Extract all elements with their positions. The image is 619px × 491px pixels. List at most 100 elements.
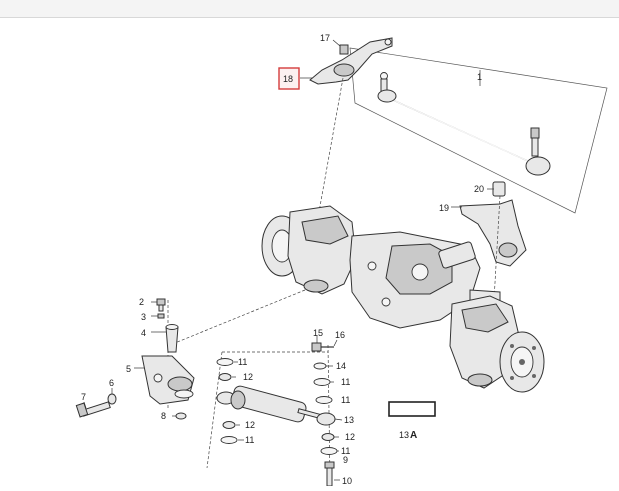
callout-12-upper-left[interactable]: 12: [243, 372, 253, 382]
bracket-group: [75, 298, 195, 420]
view-a-reference: 13 A: [388, 401, 436, 441]
callout-5[interactable]: 5: [126, 364, 131, 374]
top-bar: [0, 0, 619, 18]
bushing-12c: [321, 433, 335, 441]
washer-14: [313, 362, 327, 370]
washer-6: [107, 393, 117, 405]
washer-11b: [220, 436, 238, 444]
differential-plug: [411, 263, 429, 281]
callout-18[interactable]: 18: [283, 74, 293, 84]
view-a-letter: A: [410, 430, 417, 441]
right-knuckle-top: [461, 303, 509, 333]
callout-1[interactable]: 1: [477, 72, 482, 82]
callout-6[interactable]: 6: [109, 378, 114, 388]
leader-17: [332, 39, 341, 47]
right-hub-bolt: [519, 359, 525, 365]
callout-15[interactable]: 15: [313, 328, 323, 338]
washer-11c: [313, 378, 331, 386]
parts-diagram: 13 A 1 2 3 4 5 6 7 8 9 10 11 11 11 11 11…: [75, 33, 608, 487]
cylinder-right-hardware: [311, 336, 343, 487]
callout-10[interactable]: 10: [342, 476, 352, 486]
callout-2[interactable]: 2: [139, 297, 144, 307]
steering-cylinder-group: [216, 385, 336, 426]
callout-3[interactable]: 3: [141, 312, 146, 322]
bushing-12a: [218, 373, 232, 381]
tie-rod-group: [349, 47, 608, 214]
steering-arm: [309, 37, 393, 85]
axis-line-knuckle: [493, 195, 501, 301]
pin-10-head: [324, 461, 335, 469]
right-hub-stud-1: [510, 344, 514, 348]
fill-plug: [381, 297, 391, 307]
pin-washer: [157, 313, 165, 319]
axis-line-bracket: [169, 289, 306, 346]
callout-20[interactable]: 20: [474, 184, 484, 194]
cylinder-left-hardware: [216, 358, 244, 444]
steering-arm-hole: [384, 38, 392, 46]
callout-12-right[interactable]: 12: [345, 432, 355, 442]
cylinder-barrel-end: [230, 390, 246, 410]
parts-diagram-canvas: 13 A 1 2 3 4 5 6 7 8 9 10 11 11 11 11 11…: [0, 18, 619, 487]
tie-rod-nut-right: [530, 127, 540, 139]
washer-11e: [320, 447, 338, 455]
tie-rod-bar-highlight: [383, 95, 531, 163]
callout-17[interactable]: 17: [320, 33, 330, 43]
pin-head: [156, 298, 166, 306]
view-a-number: 13: [399, 430, 409, 440]
callout-18-highlight: [278, 67, 300, 90]
steering-arm-nut: [339, 44, 349, 55]
callout-7[interactable]: 7: [81, 392, 86, 402]
callout-12-lower-left[interactable]: 12: [245, 420, 255, 430]
bracket-washer: [174, 389, 194, 399]
callouts: 1 2 3 4 5 6 7 8 9 10 11 11 11 11 11 12 1…: [81, 33, 484, 486]
axis-line-cylinder-left: [206, 351, 223, 469]
castle-nut-15: [311, 342, 322, 352]
leader-16: [333, 339, 338, 347]
callout-11-upper-left[interactable]: 11: [238, 357, 247, 367]
bolt-7-head: [75, 402, 89, 418]
left-knuckle-top: [301, 215, 349, 245]
steering-arm-group: [300, 37, 393, 291]
bushing-20: [492, 181, 506, 197]
axle-housing-group: [261, 205, 545, 393]
view-a-box: [388, 401, 436, 417]
callout-11-lower-right[interactable]: 11: [341, 446, 350, 456]
callout-11-upper-right[interactable]: 11: [341, 377, 350, 387]
callout-13[interactable]: 13: [344, 415, 354, 425]
washer-11a: [216, 358, 234, 366]
tie-rod-frame: [349, 47, 608, 214]
mounting-pin-4: [165, 326, 179, 353]
leader-13: [334, 418, 343, 421]
callout-4[interactable]: 4: [141, 328, 146, 338]
callout-19[interactable]: 19: [439, 203, 449, 213]
cylinder-eye-right: [316, 412, 336, 426]
bracket-boss: [167, 376, 193, 392]
right-hub-stud-4: [532, 374, 536, 378]
steering-arm-boss: [333, 63, 355, 77]
right-arm-group: [451, 181, 527, 301]
tie-rod-end-right: [525, 156, 551, 176]
nut-8: [175, 412, 187, 420]
pin-10: [326, 467, 333, 487]
pinion-housing: [438, 241, 476, 269]
bushing-12b: [222, 421, 236, 429]
callout-9[interactable]: 9: [343, 455, 348, 465]
callout-11-lower-left[interactable]: 11: [245, 435, 254, 445]
right-knuckle-bottom: [467, 373, 493, 387]
right-hub-stud-3: [510, 376, 514, 380]
leader-7: [83, 401, 87, 409]
right-hub-stud-2: [532, 346, 536, 350]
tie-rod-stud-right: [531, 137, 539, 157]
callout-11-mid-right[interactable]: 11: [341, 395, 350, 405]
tie-rod-stud-left: [380, 78, 388, 92]
axis-line-steering: [304, 77, 344, 291]
pin-shank: [158, 304, 164, 312]
callout-16[interactable]: 16: [335, 330, 345, 340]
bracket-hole: [153, 373, 163, 383]
callout-8[interactable]: 8: [161, 411, 166, 421]
mounting-pin-top: [165, 324, 179, 330]
left-knuckle-bottom: [303, 279, 329, 293]
callout-14[interactable]: 14: [336, 361, 346, 371]
axis-line-cylinder-right: [327, 344, 331, 481]
knuckle-boss: [498, 242, 518, 258]
